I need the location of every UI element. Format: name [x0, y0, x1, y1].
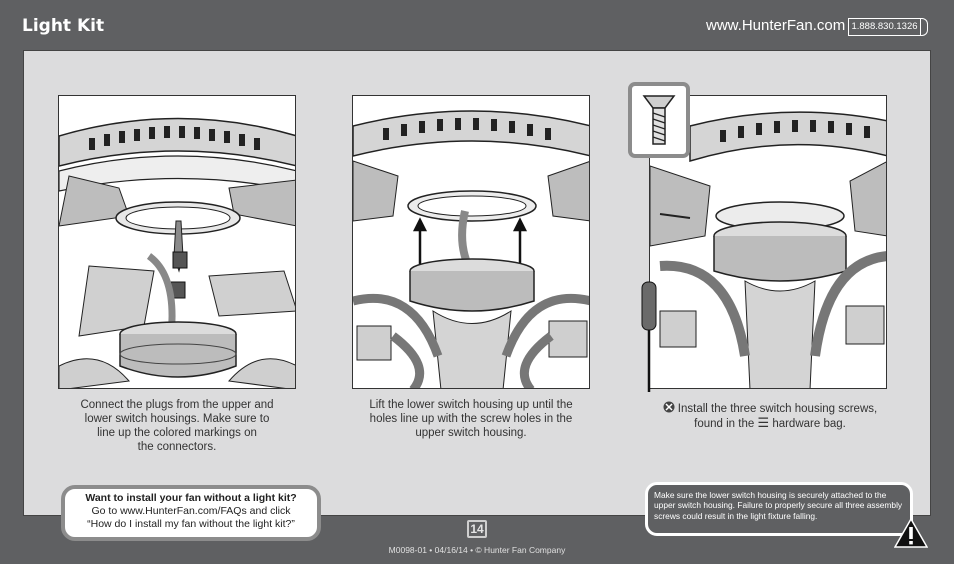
warning-text: Make sure the lower switch housing is se…	[654, 490, 903, 521]
step2-illustration	[352, 95, 590, 389]
step2-caption: Lift the lower switch housing up until t…	[346, 398, 596, 440]
step2-caption-line: Lift the lower switch housing up until t…	[369, 399, 573, 411]
step1-caption-line: lower switch housings. Make sure to	[84, 413, 270, 425]
warning-callout: Make sure the lower switch housing is se…	[645, 482, 913, 536]
page-number: 14	[467, 520, 487, 538]
step3-caption: Install the three switch housing screws,…	[640, 401, 900, 431]
step2-caption-line: holes line up with the screw holes in th…	[369, 413, 573, 425]
step3-caption-line1: Install the three switch housing screws,	[677, 403, 878, 415]
screw-callout-box	[628, 82, 690, 158]
faq-line: “How do I install my fan without the lig…	[87, 518, 295, 530]
step1-caption-line: Connect the plugs from the upper and	[80, 399, 274, 411]
hardware-bag-icon: ☰	[757, 415, 770, 430]
phone-tab-decoration	[921, 18, 928, 36]
step1-caption-line: the connectors.	[137, 441, 217, 453]
warning-icon	[894, 518, 928, 548]
phone-number: 1.888.830.1326	[848, 18, 921, 36]
screw-icon	[642, 95, 676, 145]
screw-head-icon	[663, 401, 675, 413]
step1-caption-line: line up the colored markings on	[97, 427, 257, 439]
faq-heading: Want to install your fan without a light…	[85, 492, 297, 504]
step1-caption: Connect the plugs from the upper and low…	[58, 398, 296, 454]
faq-callout: Want to install your fan without a light…	[61, 485, 321, 541]
page-title: Light Kit	[22, 16, 105, 36]
step2-caption-line: upper switch housing.	[415, 427, 527, 439]
step3-caption-line2-start: found in the	[694, 418, 755, 430]
step3-caption-line2-end: hardware bag.	[772, 418, 846, 430]
step1-illustration	[58, 95, 296, 389]
website-link[interactable]: www.HunterFan.com	[706, 17, 846, 34]
document-info: M0098-01 • 04/16/14 • © Hunter Fan Compa…	[388, 545, 566, 555]
fan-lift-housing-drawing	[353, 96, 589, 388]
fan-connect-plugs-drawing	[59, 96, 295, 388]
faq-line: Go to www.HunterFan.com/FAQs and click	[91, 505, 291, 517]
screwdriver-icon	[641, 281, 657, 392]
